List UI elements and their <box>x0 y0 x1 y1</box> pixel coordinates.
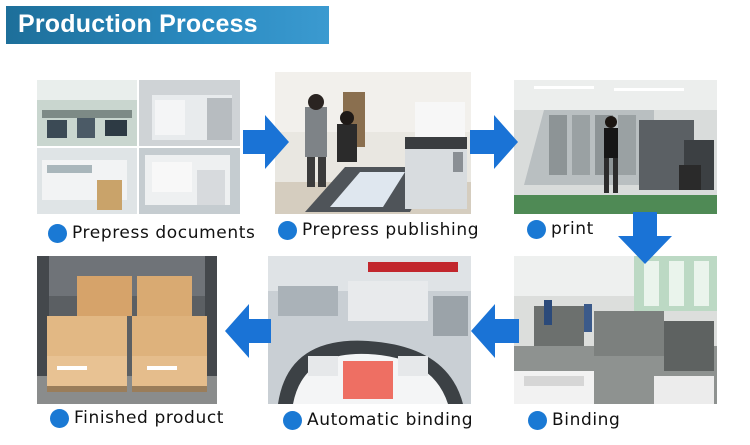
step-label: Automatic binding <box>307 410 474 430</box>
arrow-down <box>618 212 672 264</box>
photo-automatic-binding <box>268 256 471 404</box>
bullet-dot-icon <box>50 408 69 428</box>
bullet-dot-icon <box>278 220 297 240</box>
bullet-dot-icon <box>528 410 547 430</box>
arrow-right-1 <box>243 115 289 169</box>
photo-prepress-documents <box>37 80 240 214</box>
section-banner: Production Process <box>6 6 329 44</box>
step-label: Prepress documents <box>72 223 256 243</box>
caption-binding: Binding <box>528 410 620 430</box>
caption-automatic-binding: Automatic binding <box>283 410 473 430</box>
bullet-dot-icon <box>283 410 302 430</box>
step-label: Prepress publishing <box>302 220 480 240</box>
step-label: Binding <box>552 410 621 430</box>
caption-prepress-publishing: Prepress publishing <box>278 220 479 240</box>
arrow-right-2 <box>470 115 518 169</box>
step-label: Finished product <box>74 408 225 428</box>
step-label: print <box>551 219 594 239</box>
photo-prepress-publishing <box>275 72 471 214</box>
caption-prepress-documents: Prepress documents <box>48 223 255 243</box>
photo-print <box>514 80 717 214</box>
arrow-left-1 <box>471 304 519 358</box>
photo-binding <box>514 256 717 404</box>
caption-print: print <box>527 219 594 239</box>
section-title: Production Process <box>18 10 258 38</box>
photo-finished-product <box>37 256 217 404</box>
caption-finished-product: Finished product <box>50 408 224 428</box>
arrow-left-2 <box>225 304 271 358</box>
bullet-dot-icon <box>48 223 67 243</box>
bullet-dot-icon <box>527 219 546 239</box>
